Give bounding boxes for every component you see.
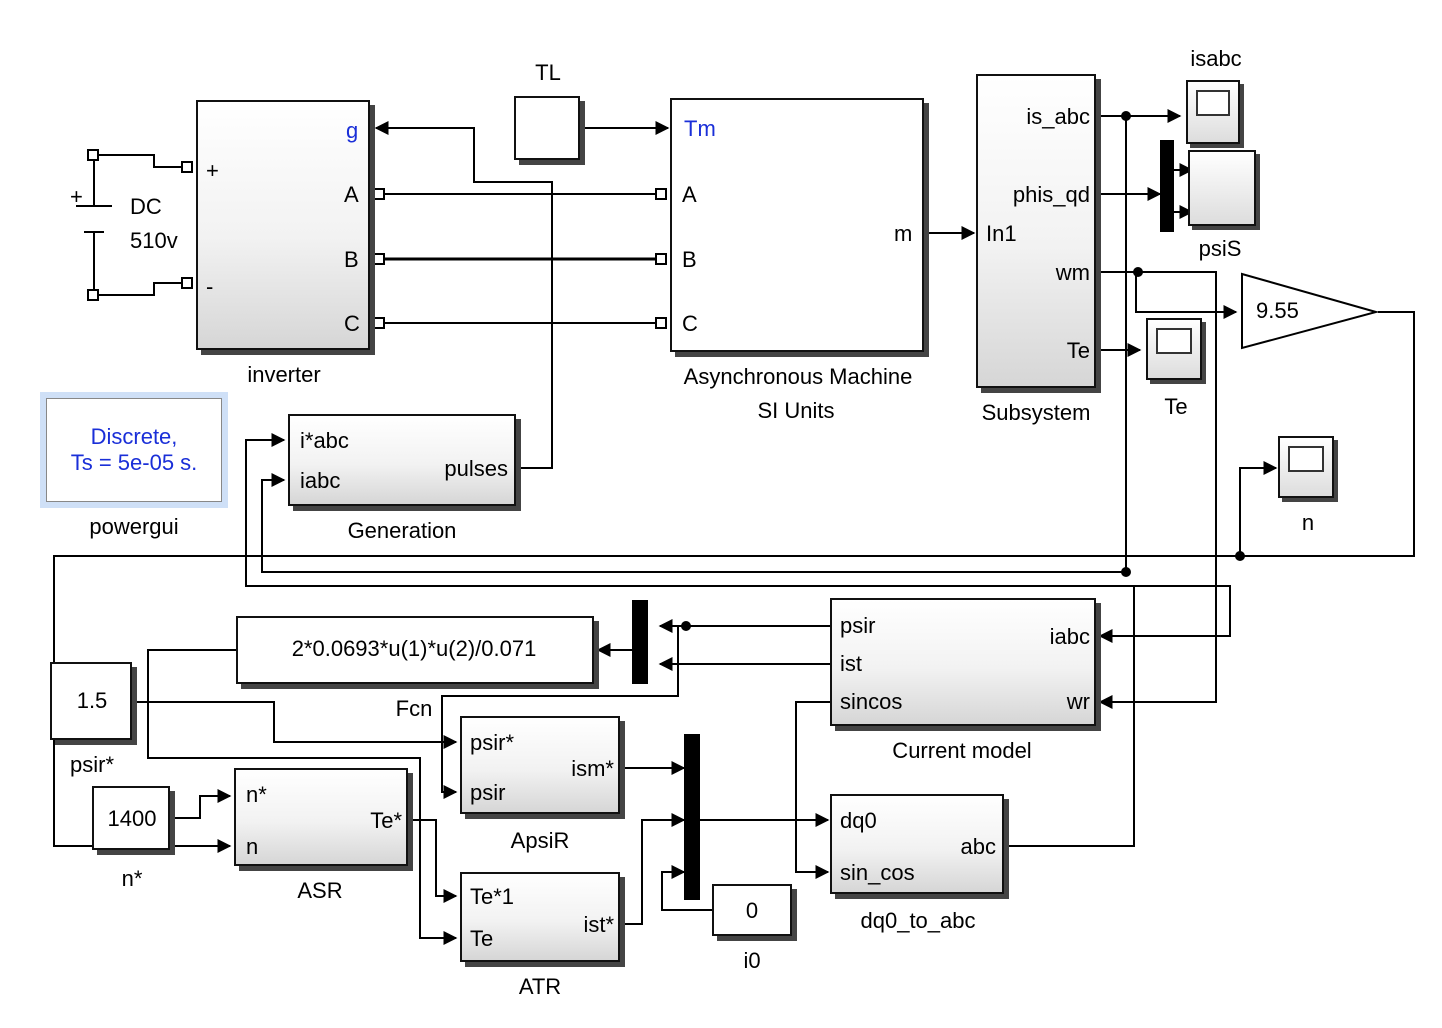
current-model-name: Current model [892,738,1032,763]
generation-name: Generation [347,518,457,543]
subsystem-in1: In1 [986,221,1017,246]
fcn-expression: 2*0.0693*u(1)*u(2)/0.071 [291,636,537,661]
current-model-in-ist: ist [840,651,862,676]
apsir-in-psir-ref: psir* [470,730,515,755]
fcn-name: Fcn [395,696,433,721]
machine-name-line2: SI Units [757,398,835,423]
asr-in-n: n [246,834,259,859]
generation-block[interactable] [288,414,516,506]
tl-step-block[interactable] [514,96,580,160]
gain-value: 9.55 [1256,298,1299,323]
dc-source-symbol [76,149,193,301]
scope-isabc[interactable] [1186,80,1240,144]
machine-port-a: A [682,182,697,207]
inverter-port-g: g [346,118,359,143]
inverter-port-plus: + [206,158,219,183]
generation-out-pulses: pulses [444,456,508,481]
asr-block[interactable] [234,768,408,866]
powergui-line2: Ts = 5e-05 s. [70,450,198,475]
inverter-block[interactable] [196,100,370,350]
atr-block[interactable] [460,872,620,962]
dc-value: 510v [130,228,178,253]
psir-const-name: psir* [69,752,115,777]
apsir-in-psir: psir [470,780,506,805]
current-model-in-iabc: iabc [1049,624,1090,649]
apsir-name: ApsiR [510,828,570,853]
n-const-value: 1400 [107,806,157,831]
asr-name: ASR [297,878,343,903]
gain-triangle [1241,272,1380,350]
dq0-out-abc: abc [960,834,996,859]
generation-in-iabc: iabc [300,468,341,493]
atr-in-te: Te [470,926,494,951]
asynchronous-machine-block[interactable] [670,98,924,352]
dc-plus-sign: + [70,184,83,209]
current-model-in-wr: wr [1066,689,1090,714]
subsystem-out-phis-qd: phis_qd [1012,182,1090,207]
scope-psis[interactable] [1188,150,1256,226]
scope-te[interactable] [1146,318,1202,380]
n-const-block[interactable] [92,786,170,850]
scope-n-name: n [1301,510,1315,535]
current-model-in-psir: psir [840,613,876,638]
asr-in-n-ref: n* [246,782,267,807]
apsir-block[interactable] [460,716,620,814]
inverter-port-b: B [344,247,359,272]
machine-port-c: C [682,311,698,336]
psir-const-value: 1.5 [76,688,108,713]
mux-fcn [632,600,648,684]
apsir-out-ism: ism* [571,756,614,781]
scope-n[interactable] [1278,436,1334,498]
generation-in-iabc-ref: i*abc [300,428,349,453]
tl-name: TL [535,60,561,85]
dq0-to-abc-name: dq0_to_abc [860,908,976,933]
i0-const-block[interactable] [712,884,792,936]
machine-port-m: m [894,221,913,246]
n-const-name: n* [121,866,143,891]
scope-isabc-name: isabc [1190,46,1242,71]
machine-name-line1: Asynchronous Machine [683,364,913,389]
dc-name: DC [130,194,162,219]
scope-psis-name: psiS [1198,236,1242,261]
inverter-port-c: C [344,311,360,336]
atr-out-ist: ist* [583,912,614,937]
i0-const-name: i0 [743,948,761,973]
machine-port-tm: Tm [684,116,716,141]
powergui-block[interactable] [40,392,228,508]
machine-port-b: B [682,247,697,272]
inverter-port-a: A [344,182,359,207]
inverter-name: inverter [247,362,321,387]
powergui-line1: Discrete, [90,424,178,449]
subsystem-out-is-abc: is_abc [1026,104,1090,129]
dq0-in-sin-cos: sin_cos [840,860,915,885]
psir-const-block[interactable] [50,662,132,740]
subsystem-out-wm: wm [1055,260,1090,285]
current-model-block[interactable] [830,598,1096,726]
atr-name: ATR [518,974,562,999]
inverter-port-minus: - [206,274,214,299]
fcn-block[interactable] [236,616,594,684]
asr-out-te-ref: Te* [370,808,402,833]
current-model-in-sincos: sincos [840,689,903,714]
dq0-in-dq0: dq0 [840,808,877,833]
dq0-to-abc-block[interactable] [830,794,1004,894]
subsystem-name: Subsystem [981,400,1091,425]
mux-dq0 [684,734,700,900]
i0-const-value: 0 [745,898,759,923]
mux-psis [1160,140,1174,232]
atr-in-te-ref: Te*1 [470,884,515,909]
subsystem-block[interactable] [976,74,1096,388]
powergui-name: powergui [89,514,179,539]
scope-te-name: Te [1164,394,1188,419]
subsystem-out-te: Te [1066,338,1090,363]
